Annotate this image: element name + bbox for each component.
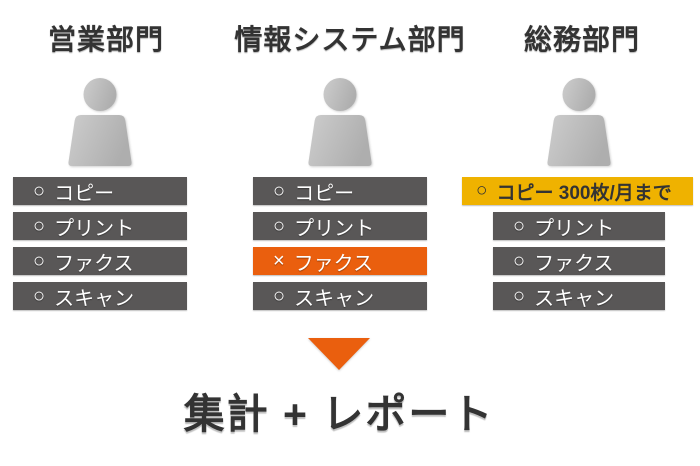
capability-label: プリント [294, 217, 375, 240]
capability-label: コピー [54, 182, 115, 205]
capability-row-denied: × ファクス [253, 247, 427, 275]
status-mark: ○ [33, 214, 46, 237]
capability-row: ○ プリント [13, 212, 187, 240]
capability-row: ○ プリント [253, 212, 427, 240]
capability-row: ○ ファクス [493, 247, 665, 275]
capability-row: ○ スキャン [253, 282, 427, 310]
capability-label: コピー 300枚/月まで [496, 182, 672, 204]
status-mark: ○ [513, 249, 526, 272]
status-mark: ○ [33, 284, 46, 307]
capability-list: ○ コピー 300枚/月まで ○ プリント ○ ファクス ○ スキャン [462, 177, 693, 317]
status-mark: ○ [33, 249, 46, 272]
status-mark: ○ [513, 284, 526, 307]
summary-label: 集計 + レポート [183, 391, 495, 437]
status-mark: ○ [273, 284, 286, 307]
capability-row: ○ スキャン [493, 282, 665, 310]
capability-label: スキャン [54, 287, 135, 310]
status-mark: ○ [513, 214, 526, 237]
capability-label: スキャン [534, 287, 615, 310]
capability-label: ファクス [293, 252, 374, 275]
status-mark: × [273, 249, 285, 272]
status-mark: ○ [273, 179, 286, 202]
person-icon [62, 78, 138, 166]
person-icon [541, 78, 617, 166]
capability-row: ○ ファクス [13, 247, 187, 275]
capability-label: プリント [54, 217, 135, 240]
status-mark: ○ [33, 179, 46, 202]
department-title: 情報システム部門 [234, 24, 466, 55]
capability-label: ファクス [534, 252, 614, 275]
capability-list: ○ コピー ○ プリント ○ ファクス ○ スキャン [13, 177, 187, 317]
status-mark: ○ [476, 180, 488, 201]
capability-label: ファクス [54, 252, 134, 275]
capability-label: プリント [534, 217, 615, 240]
department-title: 総務部門 [523, 24, 641, 55]
capability-label: スキャン [294, 287, 375, 310]
department-title: 営業部門 [47, 24, 165, 55]
capability-row: ○ コピー [13, 177, 187, 205]
capability-row-limited: ○ コピー 300枚/月まで [462, 177, 693, 205]
capability-label: コピー [294, 182, 355, 205]
capability-row: ○ スキャン [13, 282, 187, 310]
person-icon [302, 78, 378, 166]
capability-list: ○ コピー ○ プリント × ファクス ○ スキャン [253, 177, 427, 317]
status-mark: ○ [273, 214, 286, 237]
capability-row: ○ プリント [493, 212, 665, 240]
capability-row: ○ コピー [253, 177, 427, 205]
down-arrow-icon [308, 338, 370, 370]
